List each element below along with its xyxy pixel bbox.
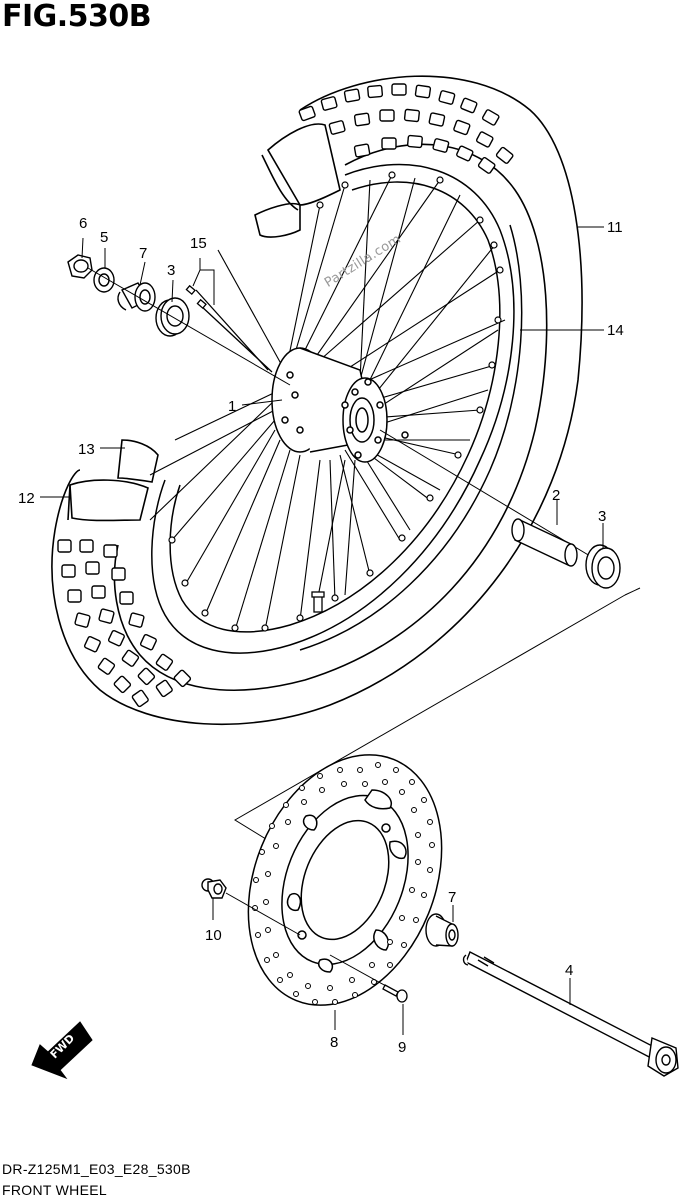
spoke-nipples — [168, 171, 504, 632]
axle-centerline-left — [87, 267, 291, 386]
tire-drawing — [51, 75, 583, 726]
callout-13: 13 — [78, 441, 95, 458]
callout-1: 1 — [228, 398, 237, 415]
washer-5 — [93, 267, 115, 293]
callout-11: 11 — [607, 219, 623, 236]
brake-disc-8 — [247, 754, 443, 1006]
callout-15: 15 — [190, 235, 207, 252]
valve-stem — [311, 591, 325, 613]
callout-9: 9 — [398, 1039, 407, 1056]
callout-5: 5 — [100, 229, 109, 246]
figure-title: FIG.530B — [2, 0, 152, 34]
callout-7-left: 7 — [139, 245, 148, 262]
diagram-name: FRONT WHEEL — [2, 1182, 107, 1198]
spokes — [149, 174, 506, 631]
callout-3-right: 3 — [598, 508, 607, 525]
bearing-3-left — [155, 297, 190, 337]
spacer-2 — [511, 518, 578, 567]
axle-4 — [462, 951, 679, 1077]
callout-3-left: 3 — [167, 262, 176, 279]
forward-direction-arrow — [31, 1021, 93, 1080]
callout-10: 10 — [205, 927, 222, 944]
tire-tread-blocks-bottom — [57, 539, 192, 708]
rim-drawing — [151, 163, 523, 654]
callout-14: 14 — [607, 322, 624, 339]
diagram-code: DR-Z125M1_E03_E28_530B — [2, 1161, 191, 1177]
spoke-set-part — [185, 284, 273, 373]
callout-8: 8 — [330, 1034, 339, 1051]
bolt-9 — [382, 984, 408, 1003]
axle-nut-6 — [67, 254, 93, 279]
hub-drawing — [271, 347, 409, 463]
brake-disc-holes — [252, 762, 435, 1005]
callout-7-right: 7 — [448, 889, 457, 906]
collar-7-right — [425, 913, 459, 947]
bolt-9-centerline — [329, 954, 387, 987]
nut-10 — [201, 878, 227, 899]
callout-4: 4 — [565, 962, 574, 979]
nut-10-leader-centerline — [225, 892, 301, 936]
callout-2: 2 — [552, 487, 561, 504]
spacer-7-left — [117, 282, 156, 312]
callout-12: 12 — [18, 490, 35, 507]
bearing-3-right — [585, 544, 621, 589]
tire-tread-blocks-top — [298, 83, 514, 174]
leader-lines — [40, 226, 604, 1035]
callout-6: 6 — [79, 215, 88, 232]
